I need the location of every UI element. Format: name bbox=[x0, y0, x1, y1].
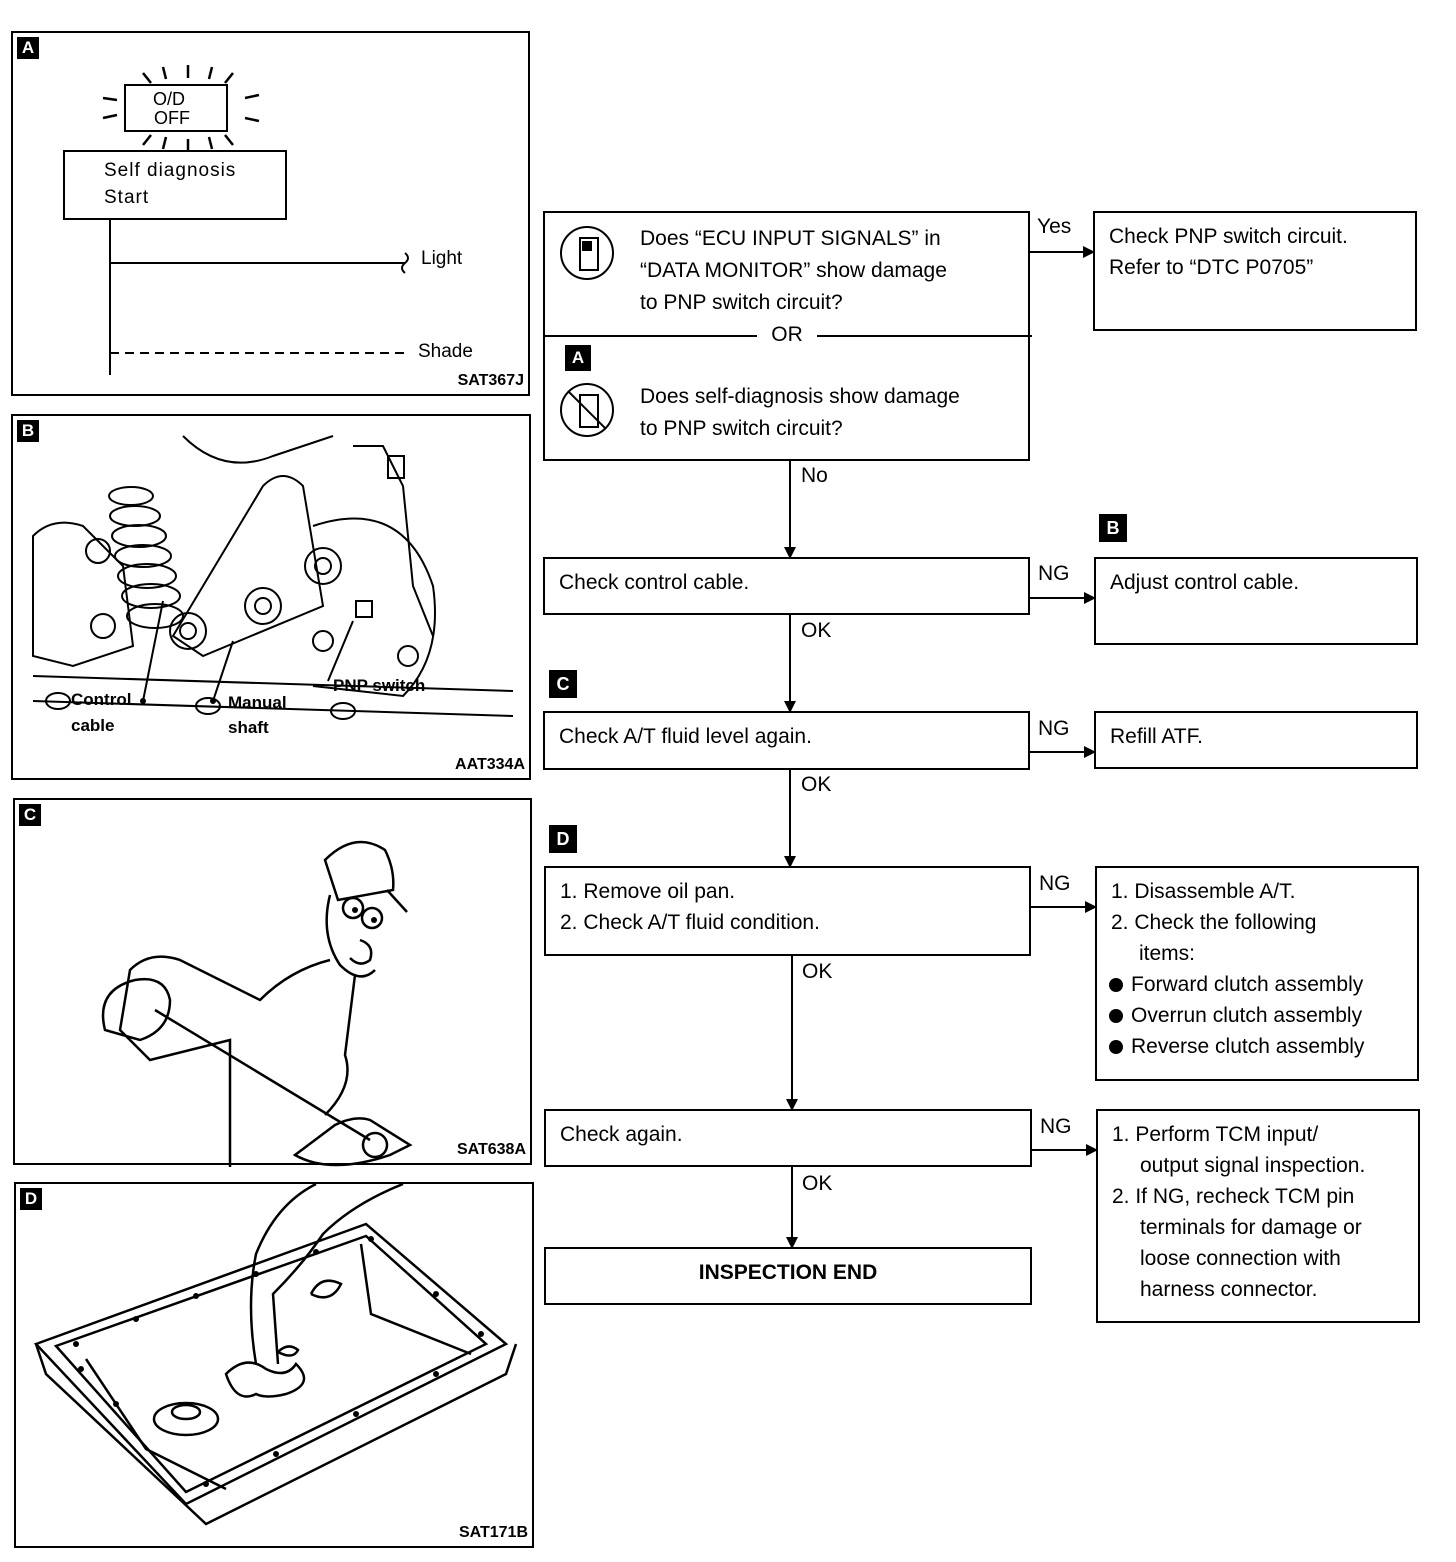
bullet-icon bbox=[1109, 1040, 1123, 1054]
step-2-ng-label: NG bbox=[1038, 717, 1070, 740]
panel-d-tag: D bbox=[20, 1188, 42, 1210]
inspection-end-text: INSPECTION END bbox=[698, 1261, 878, 1284]
step-3-ng-label: NG bbox=[1039, 872, 1071, 895]
adjust-control-cable-box: Adjust control cable. bbox=[1094, 557, 1418, 645]
check-control-cable-box: Check control cable. bbox=[543, 557, 1030, 615]
panel-a-tag: A bbox=[17, 37, 39, 59]
od-label: O/D bbox=[153, 89, 186, 109]
refill-atf-box: Refill ATF. bbox=[1094, 711, 1418, 769]
tcm-line-3: 2. If NG, recheck TCM pin bbox=[1112, 1185, 1355, 1208]
yes-result-box: Check PNP switch circuit. Refer to “DTC … bbox=[1093, 211, 1417, 331]
reverse-clutch-text: Reverse clutch assembly bbox=[1131, 1035, 1365, 1058]
step-1-ok-label: OK bbox=[801, 619, 832, 642]
step-3-ok-label: OK bbox=[802, 960, 833, 983]
check-fluid-level-text: Check A/T fluid level again. bbox=[559, 725, 812, 748]
tcm-line-1: 1. Perform TCM input/ bbox=[1112, 1123, 1319, 1146]
panel-c: C SAT638A bbox=[13, 798, 532, 1167]
self-diagnosis-label: Self diagnosis bbox=[104, 160, 237, 181]
step-1-ng-label: NG bbox=[1038, 562, 1070, 585]
transmission-illustration bbox=[32, 435, 514, 720]
panel-c-tag: C bbox=[19, 804, 41, 826]
cable-label: cable bbox=[71, 716, 115, 735]
panel-c-code: SAT638A bbox=[456, 1141, 526, 1158]
step-4-ok-label: OK bbox=[802, 1172, 833, 1195]
yes-result-line-1: Check PNP switch circuit. bbox=[1109, 225, 1348, 248]
pnp-switch-label: PNP switch bbox=[333, 676, 426, 695]
check-again-box: Check again. bbox=[544, 1109, 1032, 1167]
remove-oil-pan-line-1: 1. Remove oil pan. bbox=[560, 880, 736, 903]
control-label: Control bbox=[71, 690, 132, 709]
question-1-line-3: to PNP switch circuit? bbox=[640, 291, 843, 314]
tcm-inspection-box: 1. Perform TCM input/ output signal insp… bbox=[1096, 1109, 1420, 1323]
oil-pan-illustration bbox=[33, 1184, 518, 1526]
panel-a: A O/D OFF Self diagnosis Start Light Sh bbox=[11, 31, 530, 396]
tcm-line-6: harness connector. bbox=[1140, 1278, 1318, 1301]
overrun-clutch-text: Overrun clutch assembly bbox=[1131, 1004, 1363, 1027]
self-diagnosis-box bbox=[63, 150, 287, 220]
shade-label: Shade bbox=[418, 341, 473, 362]
self-diagnosis-icon bbox=[560, 383, 614, 437]
check-control-cable-text: Check control cable. bbox=[559, 571, 750, 594]
question-2-line-2: to PNP switch circuit? bbox=[640, 417, 843, 440]
tcm-line-2: output signal inspection. bbox=[1140, 1154, 1366, 1177]
manual-label: Manual bbox=[228, 693, 287, 712]
disassemble-bullet-2: Overrun clutch assembly bbox=[1109, 1000, 1403, 1031]
panel-d: D SAT171B bbox=[14, 1182, 534, 1548]
off-label: OFF bbox=[154, 108, 190, 128]
no-label: No bbox=[801, 464, 828, 487]
disassemble-line-1: 1. Disassemble A/T. bbox=[1111, 880, 1296, 903]
question-1-line-1: Does “ECU INPUT SIGNALS” in bbox=[640, 227, 941, 250]
check-again-text: Check again. bbox=[560, 1123, 683, 1146]
step-3-tag: D bbox=[549, 825, 577, 853]
disassemble-bullet-3: Reverse clutch assembly bbox=[1109, 1031, 1403, 1062]
od-off-lamp bbox=[124, 84, 228, 132]
check-fluid-level-box: Check A/T fluid level again. bbox=[543, 711, 1030, 770]
panel-a-drawing bbox=[63, 65, 409, 375]
disassemble-line-3: items: bbox=[1139, 942, 1196, 965]
forward-clutch-text: Forward clutch assembly bbox=[1131, 973, 1364, 996]
disassemble-box: 1. Disassemble A/T. 2. Check the followi… bbox=[1095, 866, 1419, 1081]
adjust-control-cable-text: Adjust control cable. bbox=[1110, 571, 1300, 594]
question-2-line-1: Does self-diagnosis show damage bbox=[640, 385, 960, 408]
panel-b-code: AAT334A bbox=[455, 756, 525, 773]
remove-oil-pan-line-2: 2. Check A/T fluid condition. bbox=[560, 911, 820, 934]
step-2-tag: C bbox=[549, 670, 577, 698]
panel-b-tag: B bbox=[17, 420, 39, 442]
refill-atf-text: Refill ATF. bbox=[1110, 725, 1203, 748]
step-4-ng-label: NG bbox=[1040, 1115, 1072, 1138]
mechanic-dipstick-illustration bbox=[101, 840, 413, 1167]
decision-box: Does “ECU INPUT SIGNALS” in “DATA MONITO… bbox=[543, 211, 1032, 461]
disassemble-line-2: 2. Check the following bbox=[1111, 911, 1317, 934]
question-2-tag: A bbox=[565, 345, 591, 371]
question-1-line-2: “DATA MONITOR” show damage bbox=[640, 259, 947, 282]
blink-rays-icon bbox=[102, 65, 260, 151]
or-label: OR bbox=[757, 321, 817, 349]
panel-d-code: SAT171B bbox=[458, 1524, 528, 1541]
remove-oil-pan-box: 1. Remove oil pan. 2. Check A/T fluid co… bbox=[544, 866, 1031, 956]
panel-b: B bbox=[11, 414, 531, 780]
shaft-label: shaft bbox=[228, 718, 269, 737]
bellows bbox=[108, 486, 184, 629]
consult-tool-icon bbox=[560, 226, 614, 280]
bullet-icon bbox=[1109, 1009, 1123, 1023]
step-2-ok-label: OK bbox=[801, 773, 832, 796]
tcm-line-5: loose connection with bbox=[1140, 1247, 1341, 1270]
yes-result-line-2: Refer to “DTC P0705” bbox=[1109, 256, 1314, 279]
yes-label: Yes bbox=[1037, 215, 1072, 238]
step-1-ng-tag: B bbox=[1099, 514, 1127, 542]
panel-a-code: SAT367J bbox=[457, 372, 524, 389]
light-label: Light bbox=[421, 248, 463, 269]
start-label: Start bbox=[104, 187, 150, 208]
inspection-end-box: INSPECTION END bbox=[544, 1247, 1032, 1305]
disassemble-bullet-1: Forward clutch assembly bbox=[1109, 969, 1403, 1000]
tcm-line-4: terminals for damage or bbox=[1140, 1216, 1362, 1239]
bullet-icon bbox=[1109, 978, 1123, 992]
